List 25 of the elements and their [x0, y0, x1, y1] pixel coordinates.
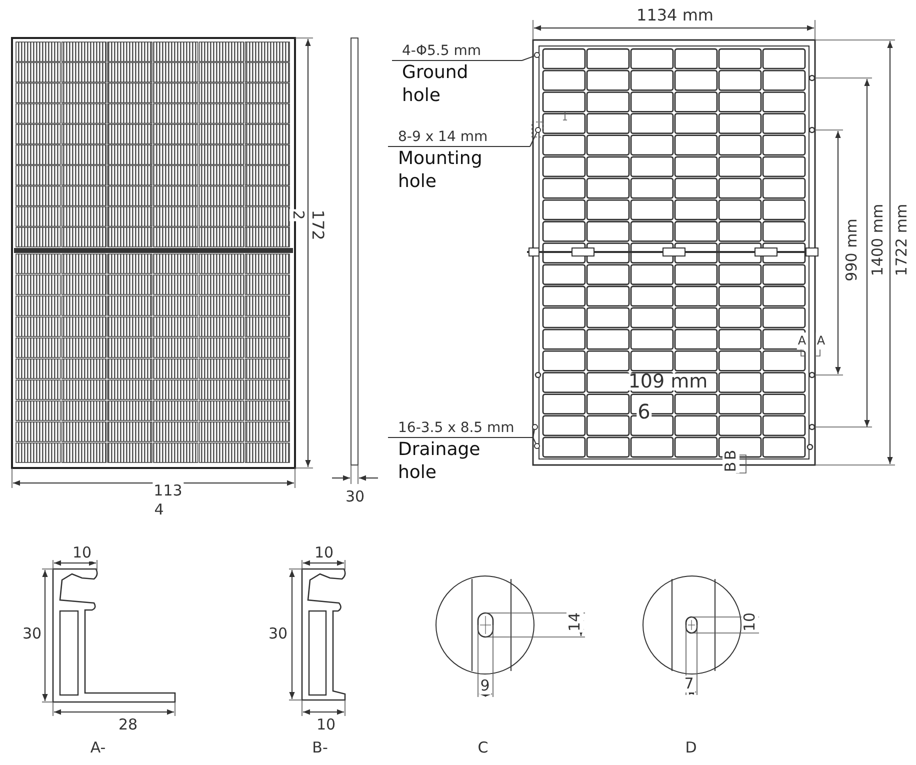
hole-name-text: Ground hole — [401, 61, 470, 107]
hole-spec-text: 16-3.5 x 8.5 mm — [388, 420, 533, 438]
dimension-label: 10 — [71, 544, 93, 562]
hole-name-text: Mounting hole — [397, 147, 484, 193]
dimension-label: 9 — [479, 678, 491, 694]
leader-line — [532, 429, 535, 438]
leader-line — [530, 132, 538, 147]
dimension-label: 109 mm — [627, 374, 709, 390]
hole-spec-text: 4-Φ5.5 mm — [392, 43, 522, 61]
dimension-label: 2 — [290, 209, 306, 221]
dimension-label: 14 — [566, 611, 584, 633]
dimension-label: 172 — [310, 208, 326, 242]
hole-name-text: Drainage hole — [397, 438, 482, 484]
dimension-label: 10 — [742, 611, 758, 633]
leader-line — [522, 56, 535, 61]
section-marker: B — [722, 460, 740, 474]
section-marker: A — [816, 332, 826, 350]
dimension-label: 6 — [636, 404, 652, 420]
dimension-label: 1134 mm — [636, 6, 714, 24]
section-marker: A — [796, 332, 808, 350]
hole-mark — [532, 424, 538, 430]
hole-spec-text: 8-9 x 14 mm — [388, 129, 530, 147]
leader-line — [532, 437, 536, 444]
section-marker: B — [722, 448, 740, 462]
dimension-label: 7 — [683, 676, 695, 692]
